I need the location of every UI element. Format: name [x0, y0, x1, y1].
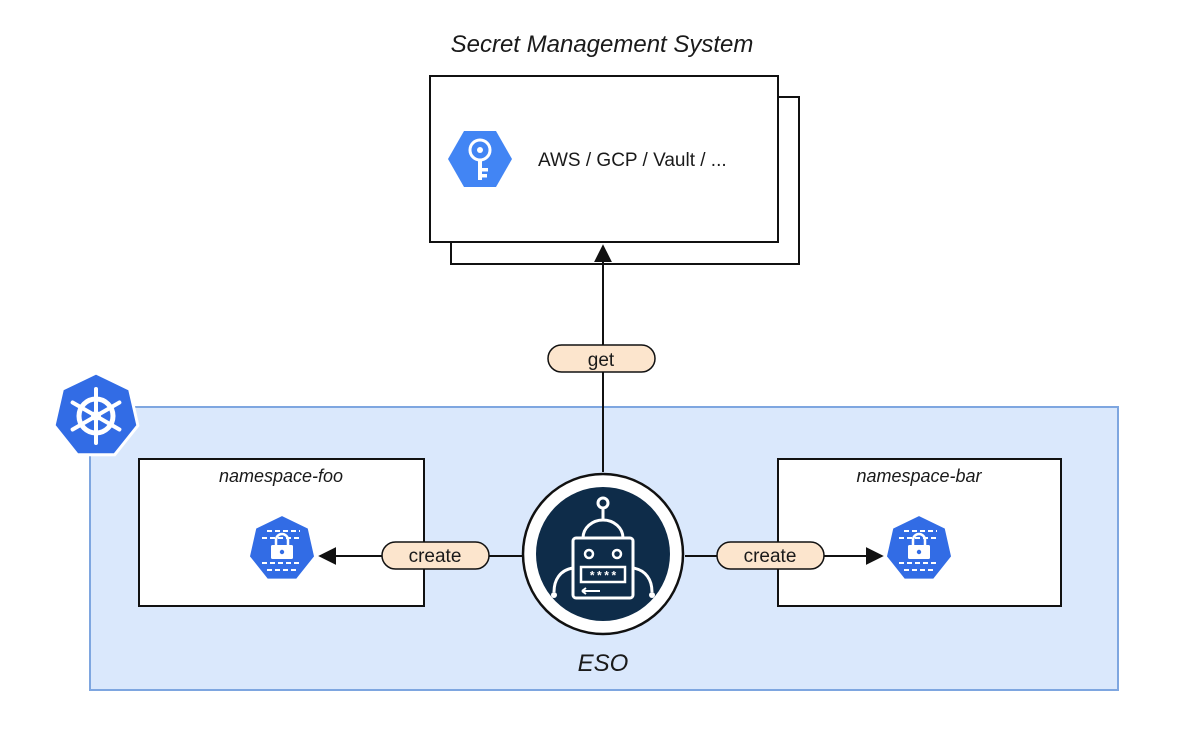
secret-manager-key-icon	[448, 131, 512, 187]
namespace-bar-label: namespace-bar	[856, 466, 982, 486]
create-right-edge-label: create	[716, 541, 825, 570]
get-label-text: get	[588, 350, 615, 371]
get-edge-label: get	[547, 344, 656, 373]
eso-password-mask: ****	[589, 570, 618, 584]
create-left-edge-label: create	[381, 541, 490, 570]
create-left-label-text: create	[409, 546, 462, 567]
create-right-label-text: create	[744, 546, 797, 567]
eso-robot-icon: ****	[521, 472, 685, 636]
diagram-title: Secret Management System	[451, 31, 754, 58]
kubernetes-secret-icon-right	[884, 513, 954, 581]
secret-management-system-box	[429, 75, 800, 265]
provider-label: AWS / GCP / Vault / ...	[538, 150, 727, 171]
kubernetes-secret-icon-left	[247, 513, 317, 581]
kubernetes-helm-icon	[52, 371, 140, 457]
eso-label: ESO	[578, 650, 629, 677]
namespace-foo-label: namespace-foo	[219, 466, 343, 486]
